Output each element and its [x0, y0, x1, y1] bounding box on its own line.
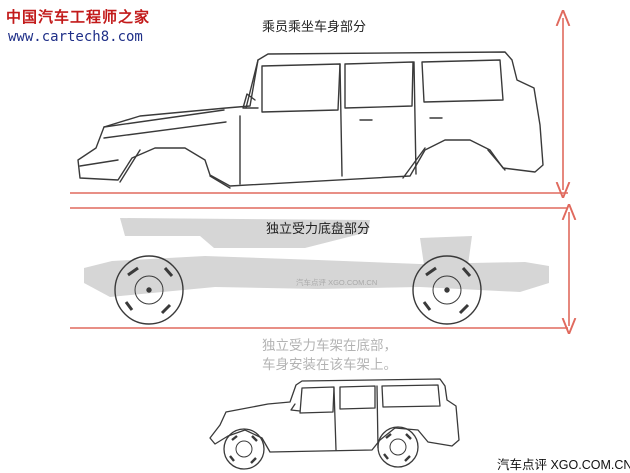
chassis-wheel-rear [412, 255, 482, 325]
label-lower-frame: 独立受力底盘部分 [266, 222, 371, 237]
watermark-center: 汽车点评 XGO.COM.CN [296, 278, 378, 287]
complete-vehicle-sketch [209, 378, 460, 453]
explanation-note: 独立受力车架在底部， 车身安装在该车架上。 [262, 337, 397, 375]
complete-vehicle-wheel-front [223, 428, 265, 470]
explanation-note-line-1: 独立受力车架在底部， [262, 338, 397, 354]
watermark-bottom: 汽车点评 XGO.COM.CN [497, 458, 630, 472]
label-upper-body: 乘员乘坐车身部分 [262, 20, 367, 35]
complete-vehicle-wheel-rear [377, 426, 419, 468]
vehicle-body-sketch [77, 51, 544, 189]
watermark-site-url: www.cartech8.com [8, 29, 143, 45]
chassis-frame [84, 218, 549, 297]
watermark-site-name: 中国汽车工程师之家 [6, 8, 151, 26]
chassis-wheel-front [114, 255, 184, 325]
guide-lines [70, 18, 569, 328]
explanation-note-line-2: 车身安装在该车架上。 [262, 357, 397, 373]
